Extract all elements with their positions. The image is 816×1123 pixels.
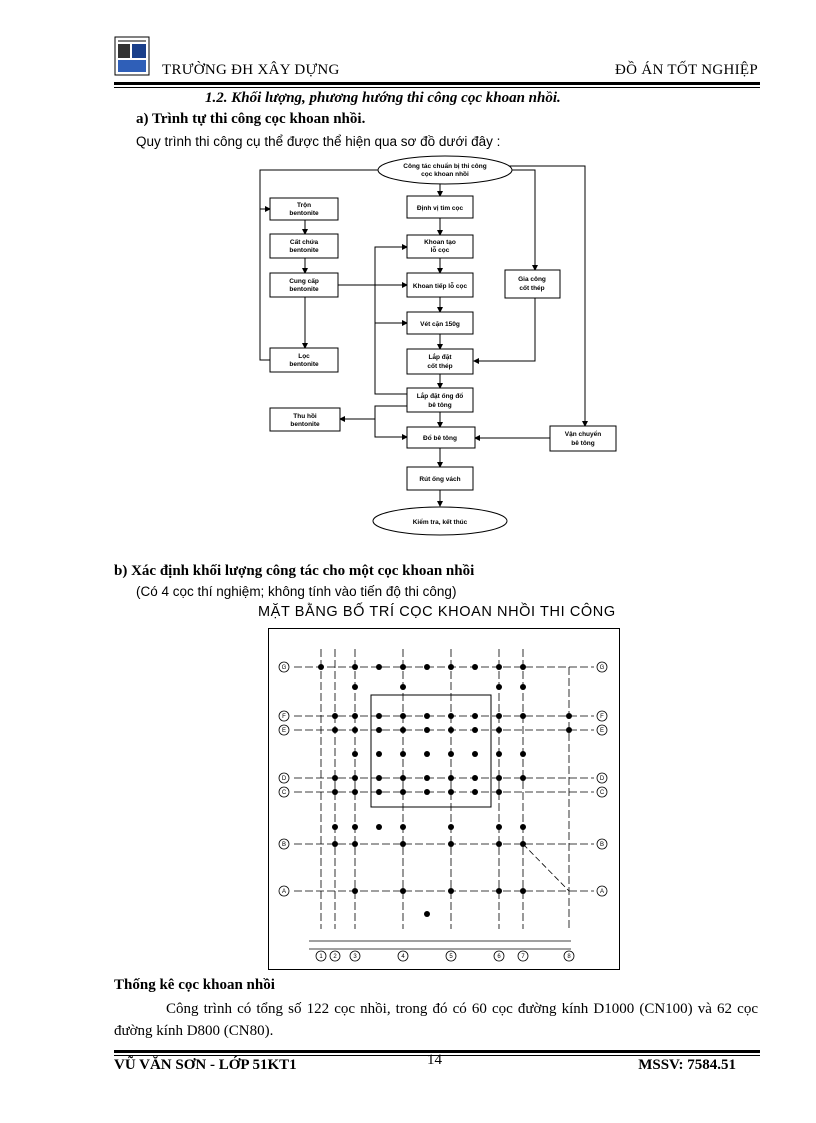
flow-cage-lower-label: Vét cặn 150g — [420, 321, 460, 328]
flow-pour-label: Đổ bê tông — [423, 434, 457, 442]
svg-text:cốt thép: cốt thép — [519, 284, 544, 292]
footer-author: VŨ VĂN SƠN - LỚP 51KT1 — [114, 1057, 297, 1073]
svg-text:A: A — [600, 889, 604, 895]
svg-text:4: 4 — [401, 954, 405, 960]
svg-text:Lắp đặt ống đổ: Lắp đặt ống đổ — [417, 391, 464, 400]
svg-text:3: 3 — [353, 954, 357, 960]
svg-text:D: D — [600, 776, 605, 782]
svg-text:G: G — [282, 665, 287, 671]
svg-text:bê tông: bê tông — [571, 440, 594, 447]
svg-text:Vận chuyển: Vận chuyển — [565, 430, 602, 438]
svg-text:C: C — [282, 790, 287, 796]
svg-text:bentonite: bentonite — [289, 361, 319, 368]
header-university: TRƯỜNG ĐH XÂY DỰNG — [162, 62, 340, 78]
part-b-heading: b) Xác định khối lượng công tác cho một … — [114, 563, 475, 579]
svg-text:E: E — [282, 728, 286, 734]
part-a-intro: Quy trình thi công cụ thể được thể hiện … — [136, 134, 501, 149]
part-a-heading: a) Trình tự thi công cọc khoan nhồi. — [136, 111, 366, 127]
svg-text:F: F — [600, 714, 604, 720]
flow-locate-label: Định vị tim cọc — [417, 205, 464, 212]
svg-text:Lắp đặt: Lắp đặt — [428, 352, 452, 361]
pile-markers — [318, 664, 572, 917]
svg-text:A: A — [282, 889, 286, 895]
svg-text:D: D — [282, 776, 287, 782]
header-rule — [114, 82, 760, 85]
pile-layout-plan: G F E D C B A G F E D C B A 1 2 3 4 5 6 7 8 — [268, 628, 620, 970]
row-axis-bubbles — [278, 661, 608, 897]
svg-text:cọc khoan nhồi: cọc khoan nhồi — [421, 169, 469, 178]
flow-pull-label: Rút ống vách — [419, 475, 460, 483]
page-number: 14 — [427, 1052, 442, 1068]
svg-text:Khoan tiếp lỗ cọc: Khoan tiếp lỗ cọc — [413, 281, 468, 290]
university-logo — [114, 36, 150, 76]
svg-text:2: 2 — [333, 954, 337, 960]
svg-text:bentonite: bentonite — [289, 247, 319, 254]
svg-text:1: 1 — [319, 954, 323, 960]
svg-text:bentonite: bentonite — [289, 210, 319, 217]
svg-text:Gia công: Gia công — [518, 276, 546, 283]
svg-text:C: C — [600, 790, 605, 796]
svg-text:Khoan tạo: Khoan tạo — [424, 239, 456, 246]
svg-text:Cất chứa: Cất chứa — [290, 238, 319, 246]
flow-finish-label: Kiểm tra, kết thúc — [413, 518, 468, 526]
header-project: ĐỒ ÁN TỐT NGHIỆP — [615, 62, 758, 78]
stats-paragraph: Công trình có tổng số 122 cọc nhồi, tron… — [114, 1001, 758, 1039]
column-axis-bubbles — [315, 950, 575, 962]
svg-text:Trộn: Trộn — [297, 202, 311, 209]
svg-text:lỗ cọc: lỗ cọc — [431, 245, 450, 254]
plan-title: MẶT BẰNG BỐ TRÍ CỌC KHOAN NHỒI THI CÔNG — [258, 604, 616, 620]
svg-text:bentonite: bentonite — [289, 286, 319, 293]
svg-text:cốt thép: cốt thép — [427, 362, 452, 370]
svg-text:Thu hồi: Thu hồi — [293, 411, 317, 420]
svg-text:G: G — [600, 665, 605, 671]
svg-text:6: 6 — [497, 954, 501, 960]
flow-nodes: Công tác chuẩn bị thi công cọc khoan nhồ… — [269, 155, 617, 536]
construction-flowchart: Công tác chuẩn bị thi công cọc khoan nhồ… — [259, 155, 617, 536]
svg-text:E: E — [600, 728, 604, 734]
header-rule-thin — [114, 87, 760, 88]
flow-start-label: Công tác chuẩn bị thi công — [403, 162, 486, 170]
svg-text:Lọc: Lọc — [298, 353, 310, 360]
svg-text:8: 8 — [567, 954, 571, 960]
svg-text:B: B — [282, 842, 286, 848]
stats-heading: Thống kê cọc khoan nhồi — [114, 977, 275, 993]
footer-student-id: MSSV: 7584.51 — [638, 1057, 736, 1073]
part-b-note: (Có 4 cọc thí nghiệm; không tính vào tiế… — [136, 584, 457, 599]
svg-text:B: B — [600, 842, 604, 848]
svg-text:5: 5 — [449, 954, 453, 960]
svg-text:Cung cấp: Cung cấp — [289, 277, 319, 285]
footer-rule — [114, 1050, 760, 1053]
flow-start-node — [377, 155, 513, 185]
pile-plan-drawing: G F E D C B A G F E D C B A 1 2 3 4 5 6 7 8 — [278, 649, 608, 962]
section-title: 1.2. Khối lượng, phương hướng thi công c… — [205, 90, 561, 106]
svg-text:F: F — [282, 714, 286, 720]
svg-text:bê tông: bê tông — [428, 402, 451, 409]
footer-rule-thin — [114, 1055, 760, 1056]
svg-text:7: 7 — [521, 954, 525, 960]
svg-text:bentonite: bentonite — [290, 421, 320, 428]
